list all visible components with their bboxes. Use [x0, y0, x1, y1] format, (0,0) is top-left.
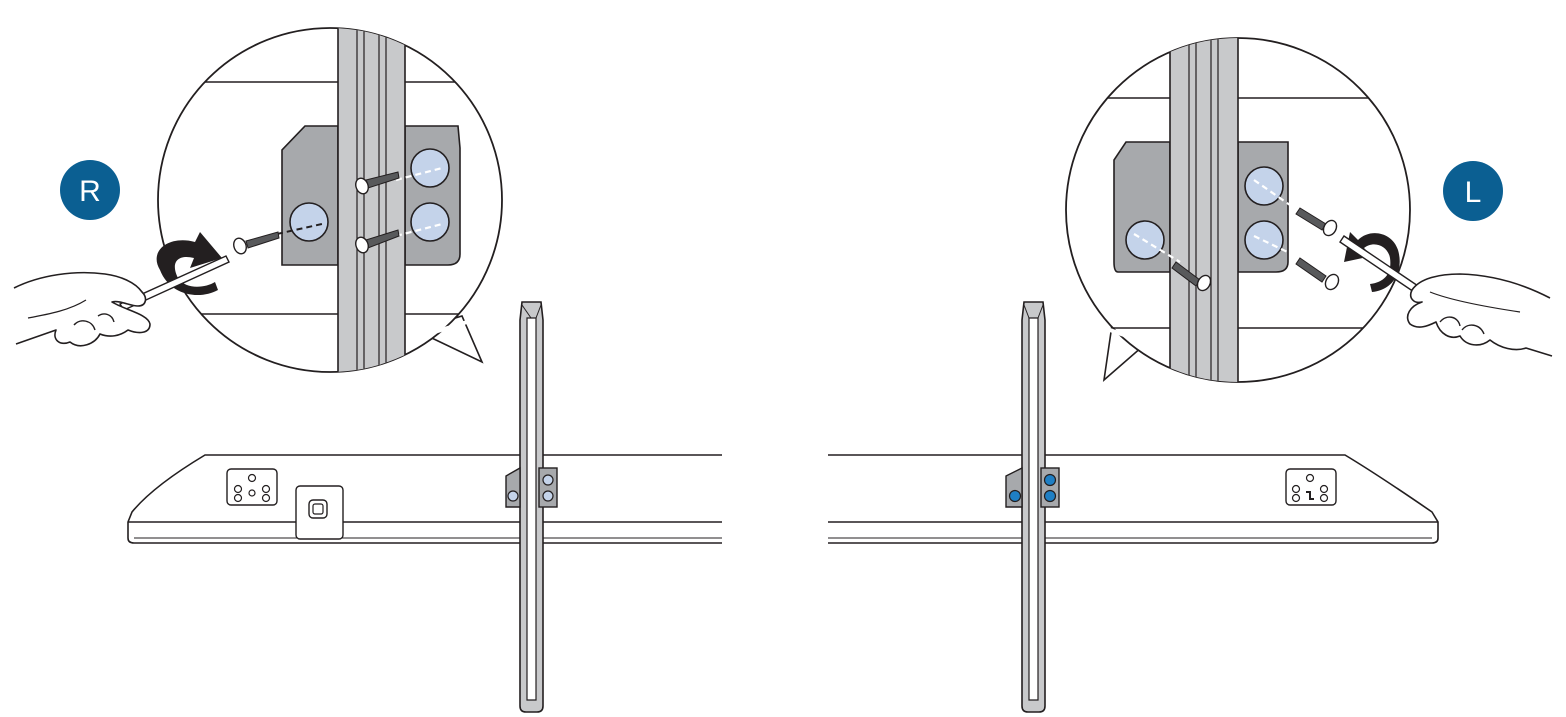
magnified-callout-right	[157, 27, 503, 373]
stand-leg-right	[519, 301, 544, 713]
screw-icon	[1295, 207, 1338, 237]
magnified-callout-left	[1065, 37, 1411, 383]
badge-right: R	[60, 160, 120, 220]
screw-icon	[355, 171, 400, 195]
badge-right-label: R	[79, 175, 101, 208]
hand-icon	[13, 271, 151, 347]
tv-body-left	[828, 454, 1439, 544]
hand-icon	[1406, 273, 1553, 357]
badge-left: L	[1443, 161, 1503, 221]
badge-left-label: L	[1465, 176, 1482, 209]
bracket-hole-icon	[542, 474, 554, 486]
left-side-panel: L	[828, 37, 1553, 713]
tv-body-right	[127, 454, 722, 544]
right-side-panel: R	[13, 27, 722, 713]
stand-leg-left	[1021, 301, 1046, 713]
screw-icon	[1171, 261, 1212, 292]
bracket-hole-icon	[1008, 489, 1022, 503]
bracket-left	[1005, 466, 1060, 508]
bracket-hole-icon	[1043, 489, 1057, 503]
screw-icon	[233, 231, 280, 255]
screw-icon	[355, 229, 400, 254]
vesa-marker-left	[1285, 468, 1337, 506]
screw-icon	[1295, 257, 1340, 291]
bracket-hole-icon	[1043, 473, 1057, 487]
bracket-right	[505, 466, 558, 508]
bracket-hole-icon	[507, 490, 519, 502]
vesa-marker-right	[226, 468, 278, 506]
bracket-hole-icon	[542, 490, 554, 502]
connector-box	[295, 485, 344, 540]
